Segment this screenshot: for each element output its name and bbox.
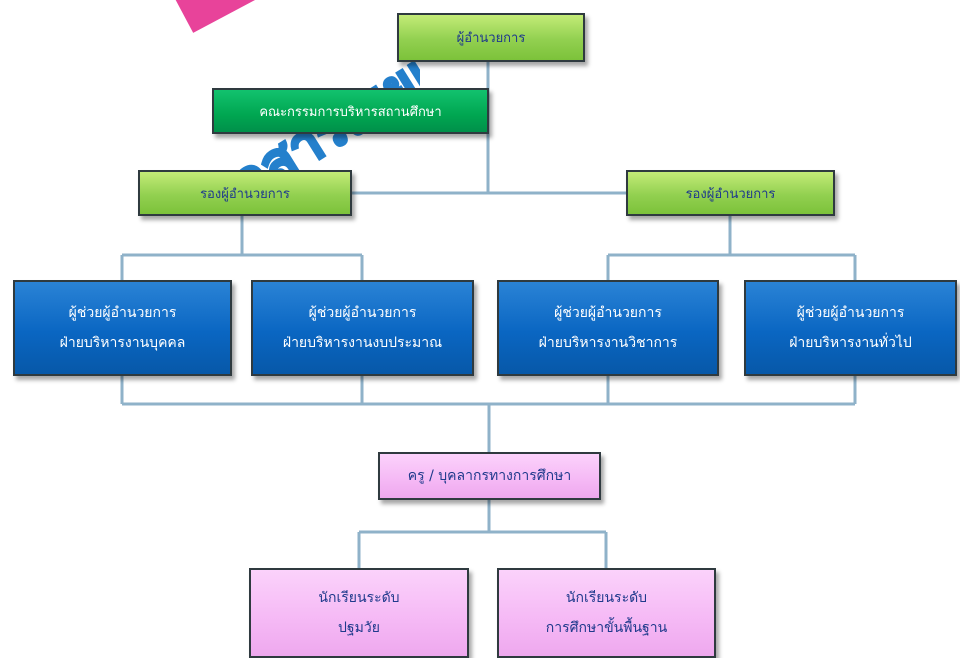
deputy-right-label: รองผู้อำนวยการ: [685, 186, 776, 202]
assistant-title: ผู้ช่วยผู้อำนวยการ: [308, 305, 417, 321]
deputy-left-box: รองผู้อำนวยการ: [138, 170, 352, 216]
student-level-title: นักเรียนระดับ: [565, 590, 648, 606]
student-level: ปฐมวัย: [338, 620, 380, 636]
assistant-department: ฝ่ายบริหารงานทั่วไป: [789, 335, 912, 351]
deputy-right-box: รองผู้อำนวยการ: [626, 170, 835, 216]
assistant-academic-box: ผู้ช่วยผู้อำนวยการ ฝ่ายบริหารงานวิชาการ: [497, 280, 719, 376]
deputy-left-label: รองผู้อำนวยการ: [200, 186, 290, 202]
student-level-title: นักเรียนระดับ: [318, 590, 400, 606]
director-box: ผู้อำนวยการ: [397, 13, 585, 62]
assistant-title: ผู้ช่วยผู้อำนวยการ: [68, 305, 177, 321]
assistant-title: ผู้ช่วยผู้อำนวยการ: [554, 305, 662, 321]
assistant-department: ฝ่ายบริหารงานบุคคล: [59, 335, 186, 351]
assistant-department: ฝ่ายบริหารงานวิชาการ: [538, 335, 678, 351]
teachers-label: ครู / บุคลากรทางการศึกษา: [407, 468, 572, 484]
teachers-box: ครู / บุคลากรทางการศึกษา: [378, 452, 601, 500]
student-level: การศึกษาขั้นพื้นฐาน: [545, 620, 668, 636]
board-box: คณะกรรมการบริหารสถานศึกษา: [212, 88, 489, 134]
assistant-department: ฝ่ายบริหารงานงบประมาณ: [282, 335, 443, 351]
assistant-personnel-box: ผู้ช่วยผู้อำนวยการ ฝ่ายบริหารงานบุคคล: [13, 280, 232, 376]
assistant-title: ผู้ช่วยผู้อำนวยการ: [796, 305, 905, 321]
assistant-general-box: ผู้ช่วยผู้อำนวยการ ฝ่ายบริหารงานทั่วไป: [744, 280, 957, 376]
students-basic-education-box: นักเรียนระดับ การศึกษาขั้นพื้นฐาน: [497, 568, 716, 658]
assistant-budget-box: ผู้ช่วยผู้อำนวยการ ฝ่ายบริหารงานงบประมาณ: [251, 280, 474, 376]
students-early-childhood-box: นักเรียนระดับ ปฐมวัย: [249, 568, 469, 658]
director-label: ผู้อำนวยการ: [456, 31, 526, 46]
board-label: คณะกรรมการบริหารสถานศึกษา: [259, 104, 442, 120]
